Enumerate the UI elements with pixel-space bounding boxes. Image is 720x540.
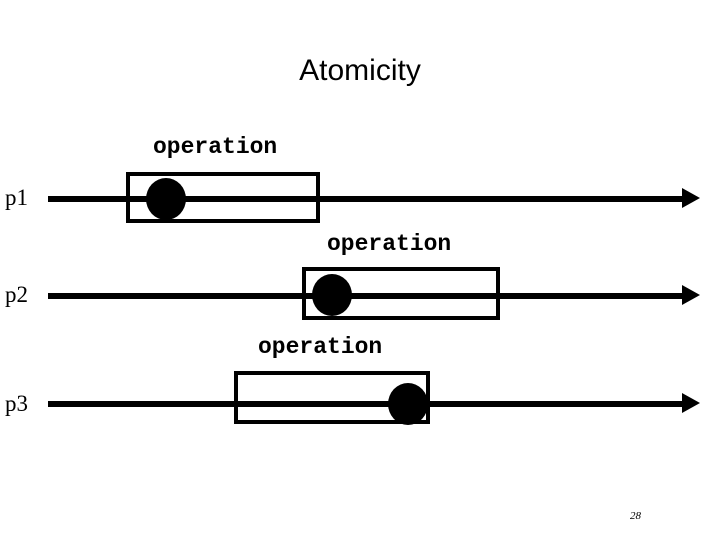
event-dot-p3 — [388, 383, 428, 425]
operation-box-p3 — [234, 371, 430, 424]
event-dot-p1 — [146, 178, 186, 220]
timeline-axis-p2 — [48, 293, 682, 299]
page-number: 28 — [630, 510, 641, 522]
process-label-p1: p1 — [5, 185, 28, 210]
timeline-arrow-icon-p3 — [682, 393, 700, 413]
operation-label-p1: operation — [153, 134, 278, 160]
operation-label-p3: operation — [258, 334, 383, 360]
process-label-p3: p3 — [5, 391, 28, 416]
timeline-axis-p1 — [48, 196, 682, 202]
operation-box-p2 — [302, 267, 500, 320]
process-label-p2: p2 — [5, 282, 28, 307]
event-dot-p2 — [312, 274, 352, 316]
timeline-arrow-icon-p1 — [682, 188, 700, 208]
page-title: Atomicity — [299, 54, 421, 87]
timeline-axis-p3 — [48, 401, 682, 407]
timeline-arrow-icon-p2 — [682, 285, 700, 305]
operation-label-p2: operation — [327, 231, 452, 257]
operation-box-p1 — [126, 172, 320, 223]
